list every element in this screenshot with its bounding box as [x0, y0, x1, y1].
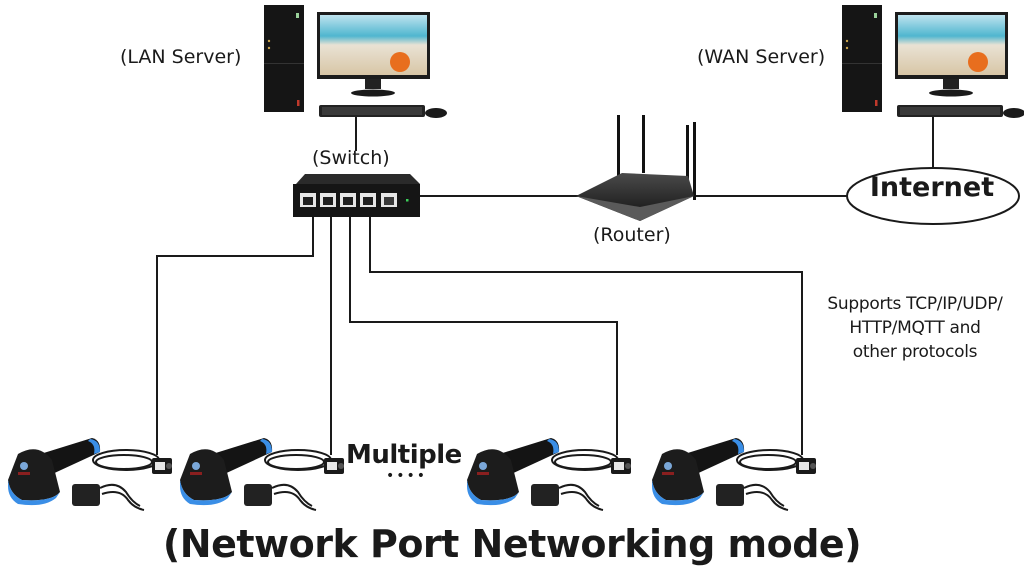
- lan-server-computer-icon: [264, 5, 447, 118]
- internet-cloud-ellipse: [846, 167, 1020, 225]
- connection-lines: [156, 113, 934, 455]
- wireless-router-icon: [576, 115, 696, 221]
- diagram-title: (Network Port Networking mode): [162, 522, 862, 566]
- line-switch-scanner-1: [156, 214, 314, 455]
- protocols-note: Supports TCP/IP/UDP/ HTTP/MQTT and other…: [800, 292, 1024, 364]
- switch-label: (Switch): [312, 147, 390, 169]
- protocols-note-line: Supports TCP/IP/UDP/: [827, 294, 1003, 314]
- network-switch-icon: [293, 174, 420, 217]
- line-switch-scanner-3: [349, 214, 618, 455]
- line-switch-scanner-4: [369, 214, 803, 455]
- router-label: (Router): [593, 224, 671, 246]
- protocols-note-line: HTTP/MQTT and: [849, 318, 981, 338]
- internet-label: Internet: [869, 172, 995, 203]
- multiple-label: Multiple: [346, 440, 462, 470]
- barcode-scanner-icon: [466, 437, 632, 511]
- wan-server-label: (WAN Server): [697, 46, 826, 68]
- barcode-scanner-icon: [651, 437, 817, 511]
- barcode-scanner-icon: [179, 437, 345, 511]
- barcode-scanner-icon: [7, 437, 173, 511]
- protocols-note-line: other protocols: [852, 342, 978, 362]
- ellipsis-dots: ••••: [386, 468, 428, 484]
- wan-server-computer-icon: [842, 5, 1024, 118]
- lan-server-label: (LAN Server): [120, 46, 242, 68]
